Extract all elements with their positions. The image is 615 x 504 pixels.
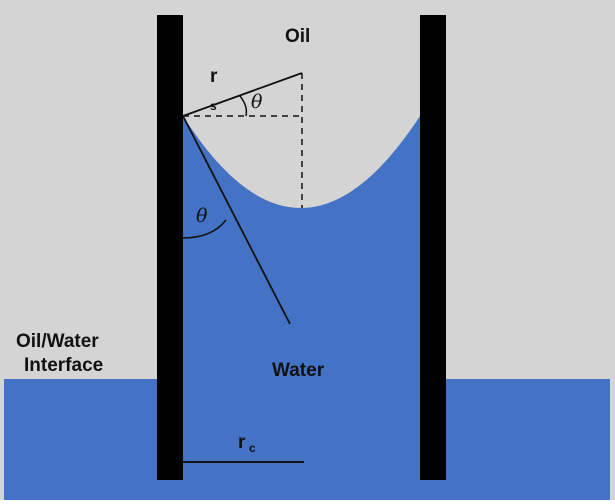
- capillary-water: [183, 116, 420, 480]
- theta-wall-label: θ: [196, 205, 208, 227]
- interface-label-line2: Interface: [24, 355, 103, 376]
- contact-angle-line: [182, 115, 291, 325]
- right-wall: [420, 15, 446, 480]
- radius-s-line: [182, 72, 303, 117]
- radius-s-label: r: [210, 66, 218, 87]
- theta-top-label: θ: [251, 91, 263, 113]
- radius-s-subscript: s: [210, 99, 217, 113]
- water-label: Water: [272, 360, 325, 381]
- oil-label: Oil: [285, 26, 310, 47]
- radius-c-label: r: [238, 432, 246, 453]
- left-wall: [157, 15, 183, 480]
- interface-label-line1: Oil/Water: [16, 331, 99, 352]
- bottom-margin: [0, 500, 615, 504]
- wall-angle-arc: [182, 219, 227, 239]
- radius-c-subscript: c: [249, 441, 256, 455]
- top-angle-arc: [239, 95, 248, 117]
